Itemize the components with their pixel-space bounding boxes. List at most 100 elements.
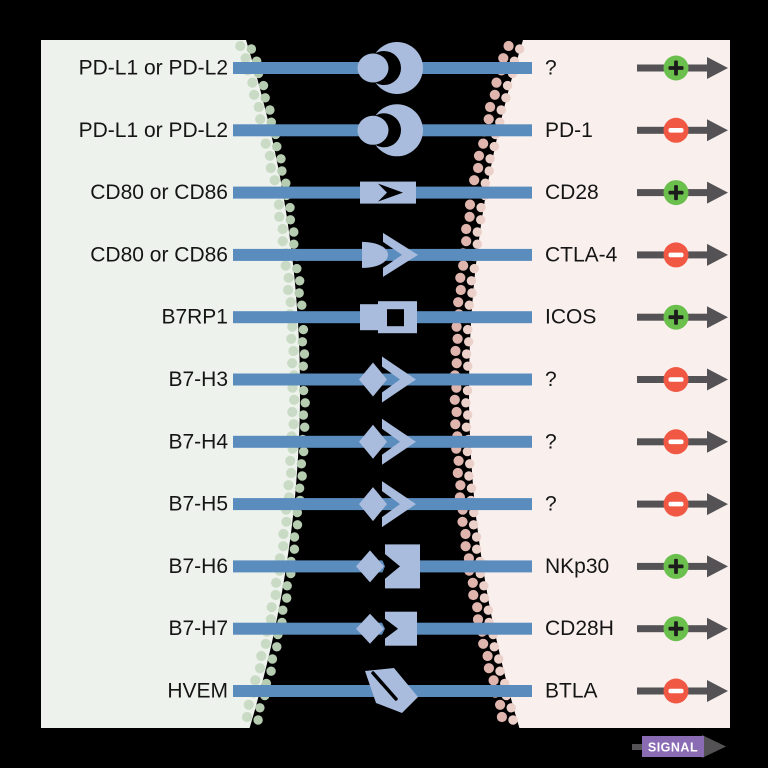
ligand-label: HVEM [167, 680, 228, 703]
receptor-label: CTLA-4 [545, 243, 618, 266]
minus-glyph [668, 252, 684, 258]
signal-legend: SIGNAL [632, 735, 726, 758]
connector-diamond-chevron [359, 481, 416, 528]
receptor-label: CD28H [545, 617, 614, 640]
notch [378, 183, 403, 202]
notch [387, 309, 404, 327]
plus-glyph [674, 60, 678, 76]
ligand-label: B7-H7 [168, 617, 228, 640]
receptor-shape [382, 481, 416, 528]
plus-glyph [674, 558, 678, 574]
receptor-label: ICOS [545, 306, 596, 329]
ligand-label: CD80 or CD86 [90, 243, 228, 266]
interaction-row: CD80 or CD86 CTLA-4 [90, 232, 728, 277]
cell-panels [41, 40, 730, 728]
plus-glyph [674, 185, 678, 201]
ligand-shape [357, 53, 389, 83]
signal-arrowhead-icon [707, 368, 728, 391]
interaction-row: PD-L1 or PD-L2? [79, 42, 728, 94]
ligand-shape [356, 550, 384, 583]
ligand-shape [356, 613, 384, 644]
signal-arrow [637, 304, 728, 330]
apc-cell-panel [41, 40, 300, 728]
ligand-label: B7-H6 [168, 555, 228, 578]
signal-arrowhead-icon [707, 493, 728, 516]
signal-arrowhead-icon [707, 181, 728, 204]
signal-arrowhead-icon [707, 617, 728, 640]
receptor-label: PD-1 [545, 119, 593, 142]
interaction-row: HVEM BTLA [167, 668, 728, 713]
signal-arrow [637, 678, 728, 704]
ligand-shape [359, 424, 387, 459]
minus-glyph [668, 688, 684, 694]
connector-bullet-chevron [362, 232, 418, 277]
signal-arrowhead-icon [707, 680, 728, 702]
ligand-shape [357, 115, 389, 145]
signal-arrow [637, 180, 728, 206]
minus-glyph [668, 501, 684, 507]
connector-diamond-chevron [359, 418, 416, 465]
ligand-label: B7-H5 [168, 493, 228, 516]
ligand-shape [359, 362, 387, 397]
ligand-label: B7RP1 [161, 306, 228, 329]
ligand-shape [362, 241, 388, 268]
ligand-shape [359, 487, 387, 522]
signal-arrow [637, 242, 728, 268]
ligand-label: B7-H4 [168, 430, 228, 453]
connector-diamond-square-small [356, 611, 417, 646]
interaction-row: B7-H6 NKp30 [168, 544, 728, 589]
connector-diamond-chevron [359, 356, 416, 403]
signal-arrow [637, 429, 728, 455]
plus-glyph [674, 621, 678, 637]
minus-glyph [668, 128, 684, 133]
ligand-label: PD-L1 or PD-L2 [79, 57, 228, 80]
signal-arrow [637, 553, 728, 579]
signal-arrowhead-icon [707, 430, 728, 453]
t-cell-panel [469, 40, 730, 728]
ligand-label: CD80 or CD86 [90, 181, 228, 204]
connector-circle-crescent [357, 42, 423, 94]
connector-rect-ring [360, 301, 417, 334]
receptor-shape [382, 356, 416, 403]
signal-arrowhead-icon [702, 735, 726, 758]
signal-arrowhead-icon [707, 306, 728, 329]
interaction-row: B7-H4? [168, 418, 728, 465]
signal-arrow [637, 55, 728, 81]
plus-glyph [674, 309, 678, 325]
cell-membranes [235, 40, 525, 725]
signal-label: SIGNAL [648, 741, 698, 755]
signal-arrow-shaft [632, 744, 648, 750]
interaction-row: B7RP1 ICOS [161, 301, 728, 334]
signal-arrow [637, 367, 728, 392]
interaction-row: CD80 or CD86 CD28 [90, 180, 728, 206]
interaction-row: B7-H7 CD28H [168, 611, 728, 646]
signal-arrow [637, 491, 728, 517]
signal-label-box [642, 736, 704, 757]
signal-arrowhead-icon [707, 243, 728, 266]
receptor-shape [382, 418, 416, 465]
signal-arrow [637, 117, 728, 143]
minus-glyph [668, 439, 684, 445]
signal-arrowhead-icon [707, 119, 728, 142]
ligand-shape [360, 304, 382, 331]
interaction-row: B7-H5? [168, 481, 728, 528]
notch [371, 671, 398, 701]
receptor-label: ? [545, 368, 557, 391]
signal-arrow [637, 616, 728, 642]
interaction-row: B7-H3? [168, 356, 728, 403]
receptor-label: NKp30 [545, 555, 609, 578]
connector-diamond-square [356, 544, 420, 589]
receptor-label: ? [545, 57, 557, 80]
notch [377, 612, 398, 645]
connector-rect-chevron [360, 181, 416, 204]
signal-arrowhead-icon [707, 555, 728, 578]
receptor-label: ? [545, 493, 557, 516]
receptor-label: BTLA [545, 680, 598, 703]
signal-arrowhead-icon [707, 57, 728, 79]
receptor-label: CD28 [545, 181, 599, 204]
minus-glyph [668, 377, 684, 382]
